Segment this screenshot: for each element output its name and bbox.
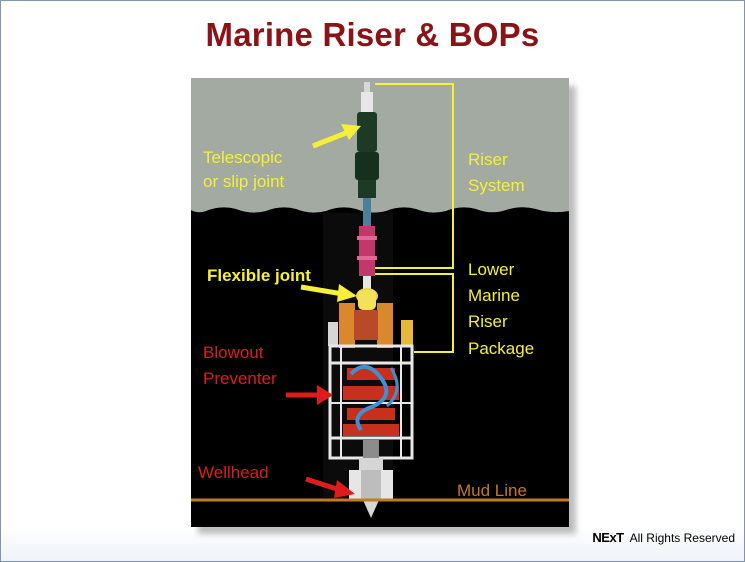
lmrp-component — [328, 303, 413, 348]
arrow-wellhead — [305, 476, 355, 498]
label-wellhead: Wellhead — [198, 463, 269, 482]
flexible-joint-component — [356, 288, 378, 310]
footer: NExT All Rights Reserved — [592, 530, 735, 545]
arrow-flexible-joint — [300, 284, 357, 302]
arrow-bop — [286, 385, 333, 405]
label-lmrp-2: Marine — [468, 286, 520, 305]
label-riser-2: System — [468, 176, 525, 195]
label-lmrp-4: Package — [468, 339, 534, 358]
label-bop-1: Blowout — [203, 343, 264, 362]
label-lmrp-1: Lower — [468, 260, 515, 279]
label-bop-2: Preventer — [203, 369, 277, 388]
riser-diagram-svg: Telescopic or slip joint Riser System Fl… — [191, 78, 569, 527]
label-telescopic-1: Telescopic — [203, 148, 283, 167]
label-mud-line: Mud Line — [457, 481, 527, 500]
slide-title: Marine Riser & BOPs — [205, 16, 540, 53]
footer-brand: NExT — [592, 530, 624, 545]
label-flexible-joint: Flexible joint — [207, 266, 311, 285]
footer-rights: All Rights Reserved — [629, 531, 735, 545]
label-lmrp-3: Riser — [468, 312, 508, 331]
wellhead-component — [349, 458, 393, 518]
sea-column — [323, 213, 393, 498]
label-riser-1: Riser — [468, 150, 508, 169]
riser-diagram: Telescopic or slip joint Riser System Fl… — [191, 78, 569, 527]
sky-area — [191, 78, 569, 213]
brackets — [375, 83, 454, 353]
riser-upper — [355, 82, 379, 218]
riser-lower — [357, 218, 377, 290]
arrow-telescopic — [312, 124, 361, 149]
label-telescopic-2: or slip joint — [203, 172, 285, 191]
